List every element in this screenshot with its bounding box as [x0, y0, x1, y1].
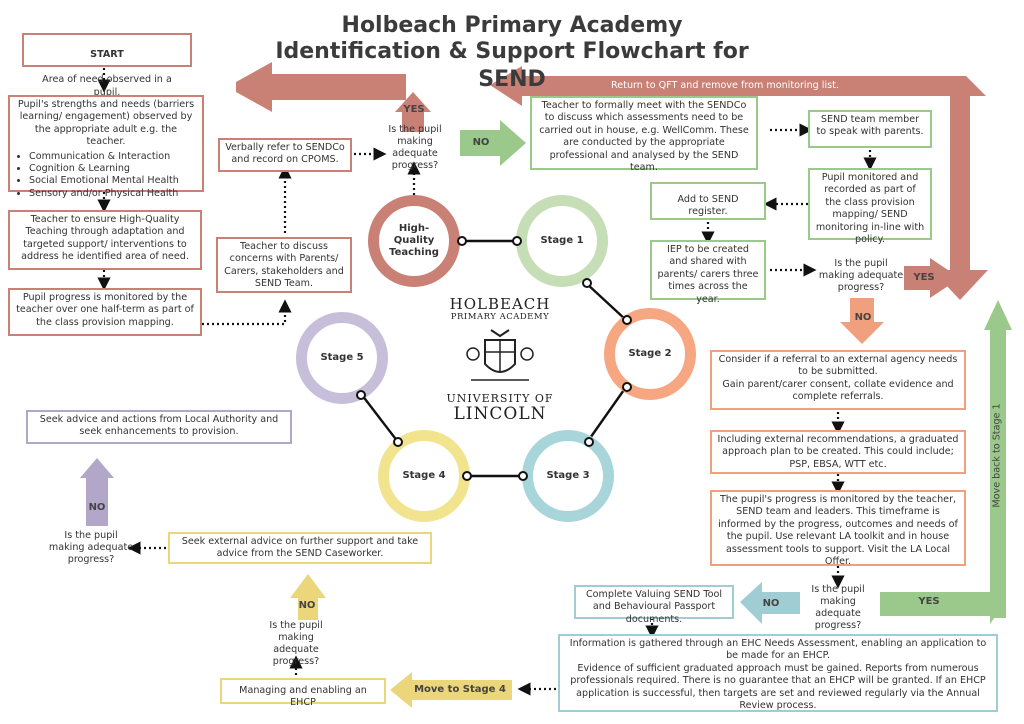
question-stage1: Is the pupil making adequate progress? — [818, 258, 904, 293]
yes-label-stage2: YES — [918, 596, 940, 607]
connector-dot — [512, 236, 522, 246]
speak-parents-box: SEND team member to speak with parents. — [808, 110, 932, 148]
progress-box: The pupil's progress is monitored by the… — [710, 490, 966, 567]
yes-arrow-green — [880, 584, 1004, 624]
strengths-item: Social Emotional Mental Health — [29, 175, 197, 187]
yes-label-hqt: YES — [403, 104, 425, 115]
question-stage2: Is the pupil making adequate progress? — [811, 584, 865, 631]
start-title: START — [90, 49, 124, 61]
school-logo: HOLBEACH PRIMARY ACADEMY UNIVERSITY OF L… — [440, 296, 560, 423]
yes-arrow-red — [904, 258, 960, 298]
no-label-stage1: NO — [854, 312, 872, 323]
uni-line1: UNIVERSITY OF — [446, 392, 554, 405]
return-arrow-left — [236, 62, 406, 112]
no-label-stage2: NO — [762, 598, 780, 609]
meet-sendco-box: Teacher to formally meet with the SENDCo… — [530, 96, 758, 173]
connector-dot — [622, 382, 632, 392]
strengths-list: Communication & Interaction Cognition & … — [15, 151, 197, 201]
discuss-box: Teacher to discuss concerns with Parents… — [216, 237, 352, 293]
ehc-box: Information is gathered through an EHC N… — [558, 634, 998, 712]
question-stage4: Is the pupil making adequate progress? — [269, 620, 323, 667]
seek-external-box: Seek external advice on further support … — [168, 532, 432, 564]
stage-ring-3: Stage 3 — [522, 430, 614, 522]
strengths-intro: Pupil's strengths and needs (barriers le… — [17, 99, 195, 148]
connector-dot — [457, 236, 467, 246]
stage-ring-2: Stage 2 — [604, 308, 696, 400]
move-back-arrow — [984, 300, 1012, 618]
school-name: HOLBEACH — [449, 295, 551, 313]
referral-box: Consider if a referral to an external ag… — [710, 350, 966, 410]
question-stage5: Is the pupil making adequate progress? — [48, 530, 134, 565]
connector-dot — [356, 390, 366, 400]
no-arrow-orange — [840, 298, 884, 344]
start-box: START Area of need observed in a pupil. — [22, 33, 192, 98]
strengths-item: Cognition & Learning — [29, 163, 197, 175]
managing-box: Managing and enabling an EHCP — [220, 678, 386, 708]
connector-dot — [393, 437, 403, 447]
page-subtitle: Identification & Support Flowchart for S… — [275, 39, 749, 92]
page-title: Holbeach Primary Academy — [341, 13, 683, 38]
yes-up-arrow — [395, 92, 431, 132]
stage-ring-5: Stage 5 — [296, 312, 388, 404]
return-qft-label: Return to QFT and remove from monitoring… — [611, 80, 839, 91]
stage-ring-hqt: High- Quality Teaching — [368, 195, 460, 287]
no-arrow-yellow — [290, 574, 326, 620]
start-body: Area of need observed in a pupil. — [42, 74, 172, 98]
verbally-box: Verbally refer to SENDCo and record on C… — [218, 138, 352, 172]
add-register-box: Add to SEND register. — [650, 182, 766, 220]
return-arrow-right-side — [932, 92, 988, 300]
no-arrow-purple — [80, 458, 114, 526]
connector-dot — [518, 471, 528, 481]
uni-line2: LINCOLN — [453, 404, 547, 424]
graduated-box: Including external recommendations, a gr… — [710, 430, 966, 474]
seek-la-box: Seek advice and actions from Local Autho… — [26, 410, 292, 444]
move-stage4-label: Move to Stage 4 — [414, 684, 506, 695]
move-back-label: Move back to Stage 1 — [991, 403, 1003, 508]
question-hqt: Is the pupil making adequate progress? — [388, 124, 442, 171]
strengths-item: Communication & Interaction — [29, 151, 197, 163]
no-label-stage4: NO — [298, 600, 316, 611]
connector-dot — [622, 315, 632, 325]
stage-ring-1: Stage 1 — [516, 195, 608, 287]
iep-box: IEP to be created and shared with parent… — [650, 240, 766, 305]
move-stage4-arrow — [390, 672, 512, 708]
strengths-item: Sensory and/or Physical Health — [29, 188, 197, 200]
crest-icon — [466, 329, 534, 381]
no-arrow-teal — [740, 582, 800, 624]
no-arrow-green — [460, 120, 526, 166]
connector-dot — [584, 437, 594, 447]
monitored-box: Pupil progress is monitored by the teach… — [8, 288, 202, 336]
hq-teaching-box: Teacher to ensure High-Quality Teaching … — [8, 210, 202, 270]
stage-ring-4: Stage 4 — [378, 430, 470, 522]
connector-dot — [462, 471, 472, 481]
yes-label-stage1: YES — [913, 272, 935, 283]
strengths-box: Pupil's strengths and needs (barriers le… — [8, 95, 204, 199]
connector-dot — [582, 278, 592, 288]
no-label-hqt: NO — [472, 137, 490, 148]
school-subname: PRIMARY ACADEMY — [450, 312, 550, 322]
valuing-box: Complete Valuing SEND Tool and Behaviour… — [574, 585, 734, 625]
no-label-stage5: NO — [88, 502, 106, 513]
monitored-recorded-box: Pupil monitored and recorded as part of … — [808, 168, 932, 245]
